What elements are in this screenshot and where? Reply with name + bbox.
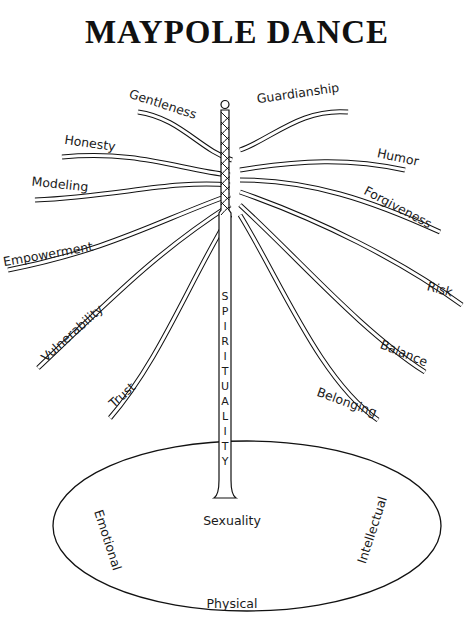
ribbon-label: Honesty	[63, 132, 116, 154]
diagram-title: MAYPOLE DANCE	[0, 14, 474, 51]
base-label: Emotional	[91, 508, 125, 572]
pole-label: SPIRITUALITY	[219, 290, 232, 470]
ribbon-label: Balance	[378, 337, 430, 370]
base-ellipse: Sexuality Emotional IntellectualPhysical	[52, 440, 442, 612]
ribbon-label: Guardianship	[256, 80, 340, 106]
base-label: Sexuality	[203, 513, 261, 528]
base-label: Physical	[207, 596, 258, 611]
ribbon-label: Risk	[426, 278, 455, 299]
ribbon-label: Forgiveness	[362, 183, 435, 231]
maypole-pole: SPIRITUALITY	[210, 100, 240, 500]
base-label: Intellectual	[354, 495, 390, 566]
ribbon-label: Empowerment	[2, 239, 94, 270]
ribbon-label: Vulnerability	[38, 301, 106, 364]
ribbon-label: Modeling	[31, 174, 89, 195]
